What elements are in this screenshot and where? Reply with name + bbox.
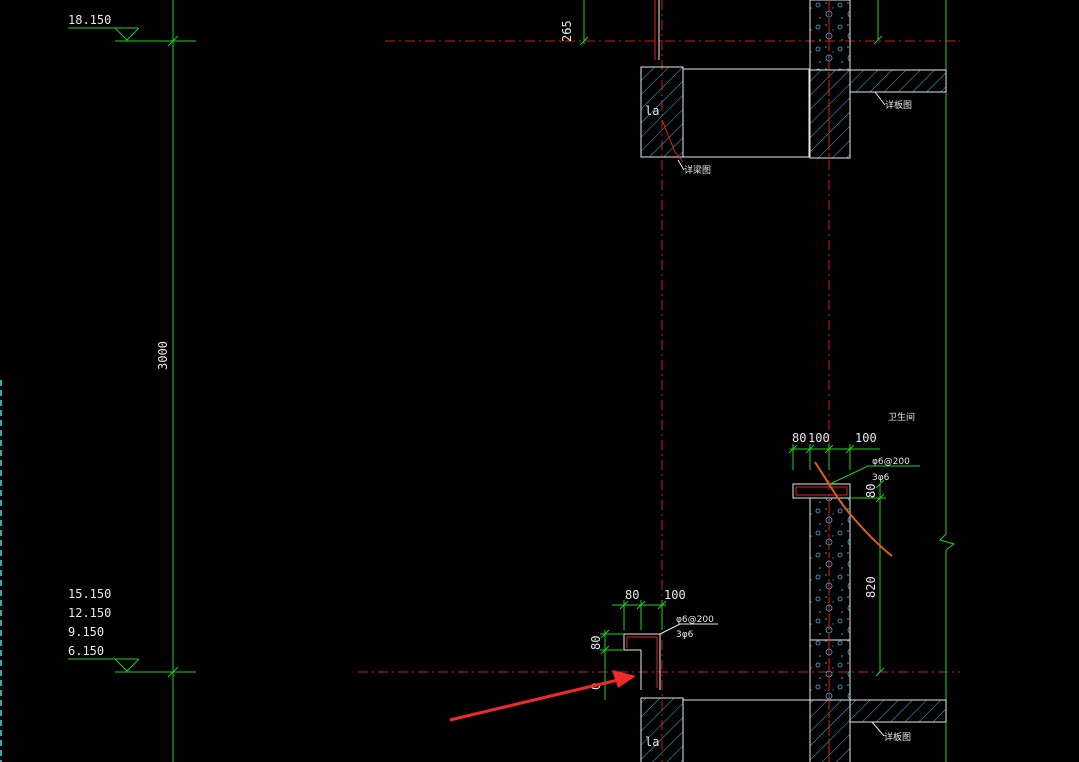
markup-stroke <box>814 461 893 557</box>
upturn-detail-top <box>792 483 851 641</box>
dim-label-bottom-100: 100 <box>664 588 686 602</box>
leader-line-slab-bottom <box>871 721 885 737</box>
parapet-height-label: 820 <box>864 576 878 598</box>
upper-column-right <box>809 0 947 159</box>
top-offset-dimension <box>579 0 589 46</box>
bottom-width-dimension <box>612 600 667 630</box>
scroll-edge-marker <box>0 380 2 762</box>
elevation-label-4: 6.150 <box>68 644 104 658</box>
slab-note-bottom: 详板图 <box>884 731 911 743</box>
elevation-label-2: 12.150 <box>68 606 111 620</box>
slab-note-top: 详板图 <box>885 99 912 111</box>
bottom-side-label: 80 <box>589 636 603 650</box>
rebar-top-count: 3φ6 <box>872 473 890 483</box>
lower-beam-left <box>640 697 810 762</box>
dim-label-80: 80 <box>792 431 806 445</box>
upturn-height-label: 80 <box>864 484 878 498</box>
anchor-label-bottom: la <box>645 735 659 749</box>
elevation-marker-top <box>68 27 140 41</box>
rebar-top-label: φ6@200 <box>872 457 910 467</box>
elevation-label-3: 9.150 <box>68 625 104 639</box>
elevation-label-1: 15.150 <box>68 587 111 601</box>
bottom-side-dimension <box>600 629 624 700</box>
anchor-label-top: la <box>645 104 659 118</box>
right-boundary-line <box>873 0 956 762</box>
floor-height-dimension <box>115 0 196 762</box>
lower-column-right <box>809 639 947 762</box>
upturn-width-dimension <box>788 444 880 470</box>
rebar-bottom-count: 3φ6 <box>676 630 694 640</box>
leader-line-beam-top <box>677 159 685 171</box>
dim-label-100b: 100 <box>855 431 877 445</box>
top-offset-label: 265 <box>560 20 574 42</box>
upturn-detail-bottom <box>623 633 661 690</box>
dim-label-bottom-80: 80 <box>625 588 639 602</box>
leader-line-rebar-bottom <box>659 623 718 635</box>
leader-line-slab-top <box>874 91 886 106</box>
elevation-top-label: 18.150 <box>68 13 111 27</box>
dim-label-100a: 100 <box>808 431 830 445</box>
beam-note-top: 详梁图 <box>684 164 711 176</box>
arrow-annotation <box>449 670 636 722</box>
upper-beam-left <box>640 0 810 163</box>
leader-line-rebar-top <box>829 465 920 485</box>
parapet-height-dimension <box>850 479 886 677</box>
rebar-bottom-label: φ6@200 <box>676 615 714 625</box>
elevation-marker-bottom <box>68 658 140 672</box>
room-label: 卫生间 <box>888 411 915 423</box>
floor-height-label: 3000 <box>156 341 170 370</box>
